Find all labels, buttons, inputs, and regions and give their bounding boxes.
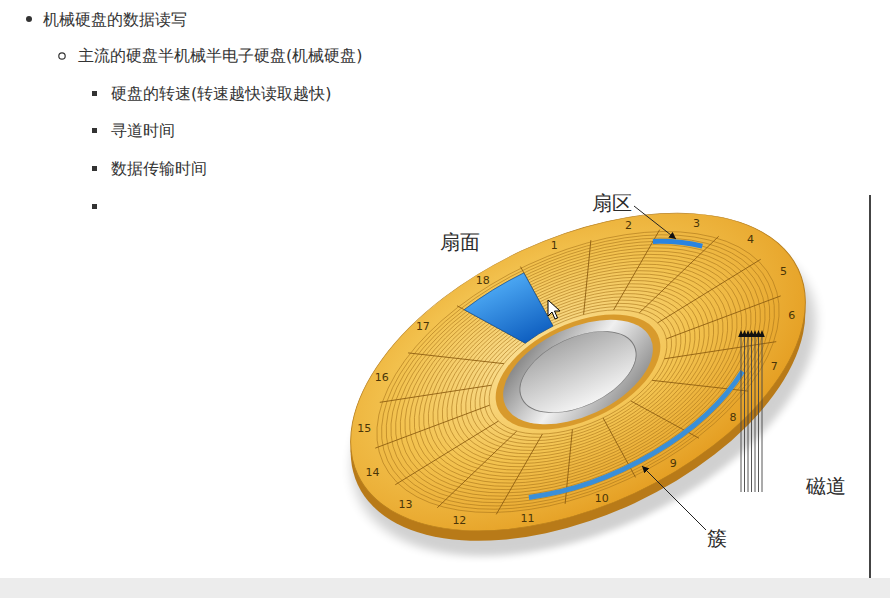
sector-line [380, 385, 492, 402]
sector-number: 16 [375, 372, 389, 383]
sector-number: 3 [693, 218, 700, 229]
bullet-text: 数据传输时间 [111, 159, 207, 178]
track-leaders [741, 337, 762, 492]
bullet-square [92, 91, 97, 96]
leader-line [755, 337, 756, 492]
bullet-text: 寻道时间 [111, 121, 175, 140]
bullet-text: 机械硬盘的数据读写 [43, 10, 187, 29]
hub-metal [487, 298, 669, 445]
sector-number: 11 [521, 513, 535, 524]
sector-number: 7 [771, 361, 778, 372]
highlights [453, 223, 774, 510]
leader-line [758, 337, 759, 492]
sector-line [584, 240, 591, 314]
divider-line [869, 195, 871, 580]
sector-line [375, 405, 489, 448]
sector-number: 17 [416, 321, 430, 332]
platter [301, 148, 854, 596]
sector-number: 13 [399, 499, 413, 510]
leader-line [741, 337, 742, 492]
bullet-circle [59, 53, 65, 59]
track-ring [333, 174, 823, 570]
leader-arrow [634, 206, 676, 239]
leader-line [744, 337, 745, 492]
track-ring [356, 192, 800, 551]
track-ring [373, 206, 783, 538]
part-label: 扇区 [592, 193, 632, 213]
bullet-square [92, 204, 97, 209]
sector-number: 18 [476, 275, 490, 286]
sector-number: 14 [365, 467, 379, 478]
tracks [333, 174, 823, 570]
track-ring [430, 252, 726, 491]
bullet-dot [26, 16, 32, 22]
sector-line [496, 434, 542, 514]
sector-number: 12 [452, 515, 466, 526]
sector-line [408, 353, 504, 364]
bullet-square [92, 128, 97, 133]
sector-arc [653, 223, 702, 264]
mouse-cursor [548, 300, 560, 319]
sector-line [658, 259, 761, 323]
sector-line [395, 421, 498, 485]
track-ring [362, 197, 795, 547]
sector-line [664, 342, 776, 359]
track-ring [441, 261, 714, 482]
track-arrowheads [738, 330, 765, 337]
leader-arrow [642, 466, 706, 530]
track-ring [350, 188, 805, 556]
sector-number: 6 [788, 310, 795, 321]
bullet-text: 硬盘的转速(转速越快读取越快) [111, 84, 331, 103]
track-ring [379, 211, 778, 533]
hub-hole [507, 315, 648, 429]
sector-number: 8 [730, 412, 737, 423]
part-label: 扇面 [440, 232, 480, 252]
sector-line [437, 431, 516, 508]
platter-face [301, 148, 854, 596]
bottom-band [0, 578, 890, 598]
leader-line [751, 337, 752, 492]
hub-ring [478, 291, 678, 453]
track-ring [345, 183, 812, 561]
part-label: 簇 [707, 528, 727, 548]
bullet-square [92, 166, 97, 171]
leader-line [762, 337, 763, 492]
sector-number: 4 [747, 234, 754, 245]
sector-number: 1 [551, 240, 558, 251]
track-ring [436, 257, 721, 487]
sector-number: 2 [625, 220, 632, 231]
sector-number: 5 [780, 266, 787, 277]
track-ring [339, 179, 817, 566]
sector-number: 15 [357, 423, 371, 434]
sector-lines [332, 172, 825, 572]
bullet-text: 主流的硬盘半机械半电子硬盘(机械硬盘) [78, 46, 362, 65]
track-ring [413, 238, 743, 505]
sector-line [666, 296, 780, 339]
track-ring [424, 248, 731, 497]
track-pointers [738, 330, 765, 492]
sector-number: 9 [670, 458, 677, 469]
leader-line [748, 337, 749, 492]
sector-number: 10 [595, 493, 609, 504]
track-ring [367, 202, 788, 543]
track-ring [384, 215, 771, 528]
sector-line [639, 236, 718, 313]
part-label: 磁道 [806, 476, 846, 496]
sector-line [614, 230, 660, 310]
track-ring [419, 243, 738, 501]
